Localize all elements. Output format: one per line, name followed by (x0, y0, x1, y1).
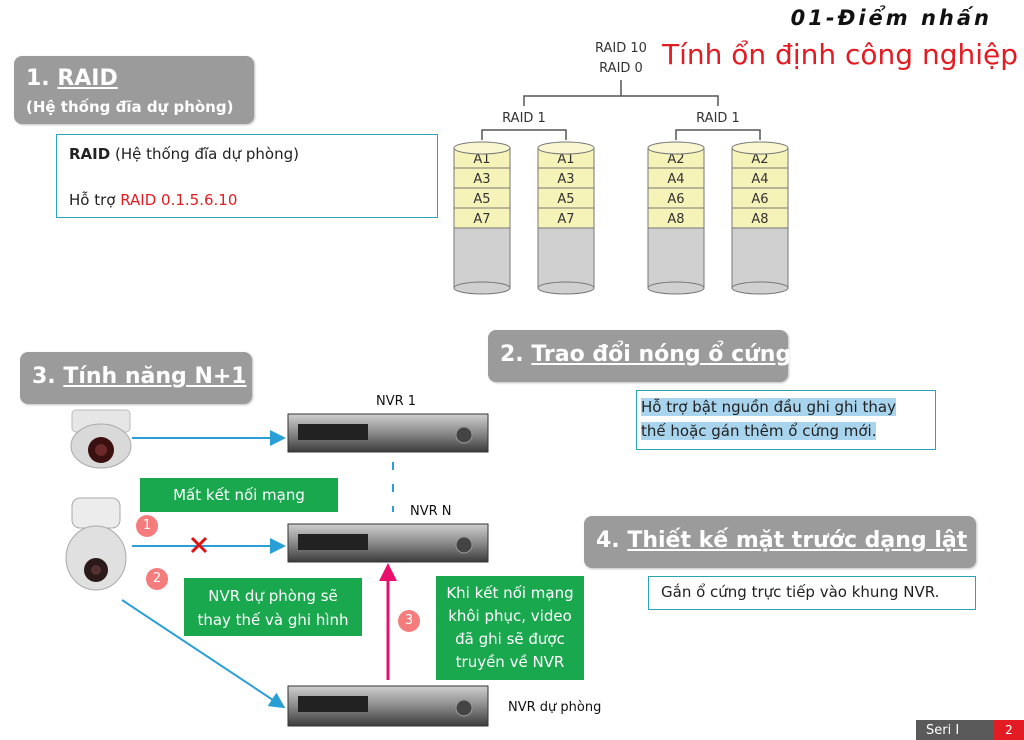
dome-camera-icon (70, 409, 132, 469)
raid-block-label: A7 (473, 212, 490, 227)
section-raid-badge: 1. RAID (Hệ thống đĩa dự phòng) (14, 56, 254, 124)
raid1-left-connector (481, 129, 567, 140)
nvr-1-label: NVR 1 (376, 394, 417, 409)
raid-diagram: RAID 10 RAID 0 RAID 1 RAID 1 A1A3A5A7A1A… (453, 41, 789, 295)
section-title: Trao đổi nóng ổ cứng (531, 342, 792, 367)
section-title: Thiết kế mặt trước dạng lật (627, 528, 968, 553)
raid-block-label: A5 (557, 192, 574, 207)
nvr-1-device (287, 413, 489, 453)
backup-replace-line2: thay thế và ghi hình (197, 611, 349, 629)
front-panel-desc: Gắn ổ cứng trực tiếp vào khung NVR. (661, 583, 940, 601)
page-number: 2 (994, 720, 1024, 740)
section-number: 4. (596, 528, 620, 553)
raid-block-label: A2 (667, 152, 684, 167)
section-subtitle: (Hệ thống đĩa dự phòng) (26, 98, 234, 116)
n-plus-1-diagram (65, 409, 489, 727)
raid-levels: RAID 0.1.5.6.10 (120, 191, 238, 209)
section-number: 2. (500, 342, 524, 367)
raid-block-label: A1 (557, 152, 574, 167)
raid-block-label: A5 (473, 192, 490, 207)
support-prefix: Hỗ trợ (69, 191, 121, 209)
raid-info-box: RAID (Hệ thống đĩa dự phòng) Hỗ trợ RAID… (56, 134, 438, 218)
section-hotswap-badge: 2. Trao đổi nóng ổ cứng (488, 330, 792, 382)
section-title: Tính năng N+1 (63, 364, 247, 389)
raid0-label: RAID 0 (599, 61, 643, 76)
disconnect-x-icon (190, 536, 208, 554)
footer-bar: Seri I 2 (916, 720, 1024, 740)
raid-block-label: A1 (473, 152, 490, 167)
section-front-panel-badge: 4. Thiết kế mặt trước dạng lật (584, 516, 976, 568)
restore-label: Khi kết nối mạng khôi phục, video đã ghi… (436, 576, 584, 680)
header-subtitle: 01-Điểm nhấn (790, 6, 992, 30)
page-title: Tính ổn định công nghiệp (662, 38, 1018, 71)
raid1-right-connector (675, 129, 761, 140)
raid1-left-label: RAID 1 (502, 111, 546, 126)
raid-block-label: A6 (667, 192, 684, 207)
raid10-label: RAID 10 (595, 41, 647, 56)
raid-block-label: A4 (751, 172, 768, 187)
raid0-connector (523, 95, 719, 106)
backup-replace-line1: NVR dự phòng sẽ (208, 587, 338, 605)
hotswap-desc-line2: thế hoặc gán thêm ổ cứng mới. (641, 422, 877, 440)
hotswap-info-box: Hỗ trợ bật nguồn đầu ghi ghi thay thế hoặ… (636, 390, 936, 450)
raid-block-label: A2 (751, 152, 768, 167)
hotswap-desc-line1: Hỗ trợ bật nguồn đầu ghi ghi thay (641, 398, 896, 416)
raid-desc: (Hệ thống đĩa dự phòng) (110, 145, 299, 163)
step-2-badge: 2 (146, 568, 168, 590)
nvr-n-device (287, 523, 489, 563)
raid-block-label: A3 (473, 172, 490, 187)
raid1-right-label: RAID 1 (696, 111, 740, 126)
step-3-badge: 3 (398, 610, 420, 632)
restore-line1: Khi kết nối mạng (446, 584, 574, 602)
camera-to-backup-arrow (121, 599, 286, 709)
section-number: 1. (26, 66, 50, 91)
section-n-plus-1-badge: 3. Tính năng N+1 (20, 352, 252, 404)
raid-block-label: A3 (557, 172, 574, 187)
ptz-camera-icon (65, 497, 127, 591)
raid-block-label: A8 (751, 212, 768, 227)
section-title: RAID (57, 66, 118, 91)
raid-bold-label: RAID (69, 145, 111, 163)
section-number: 3. (32, 364, 56, 389)
restore-line3: đã ghi sẽ được (455, 630, 565, 648)
raid-block-label: A6 (751, 192, 768, 207)
front-panel-info-box: Gắn ổ cứng trực tiếp vào khung NVR. (648, 576, 976, 610)
nvr-backup-label: NVR dự phòng (508, 700, 602, 715)
series-label: Seri I (926, 723, 960, 738)
step-1-badge: 1 (136, 515, 158, 537)
raid-block-label: A4 (667, 172, 684, 187)
backup-replace-label: NVR dự phòng sẽ thay thế và ghi hình (184, 578, 362, 636)
restore-line2: khôi phục, video (448, 607, 572, 625)
nvr-n-label: NVR N (410, 504, 452, 519)
nvr-backup-device (287, 685, 489, 727)
raid-block-label: A8 (667, 212, 684, 227)
restore-line4: truyền về NVR (455, 653, 565, 671)
raid-block-label: A7 (557, 212, 574, 227)
lost-network-label: Mất kết nối mạng (140, 478, 338, 512)
